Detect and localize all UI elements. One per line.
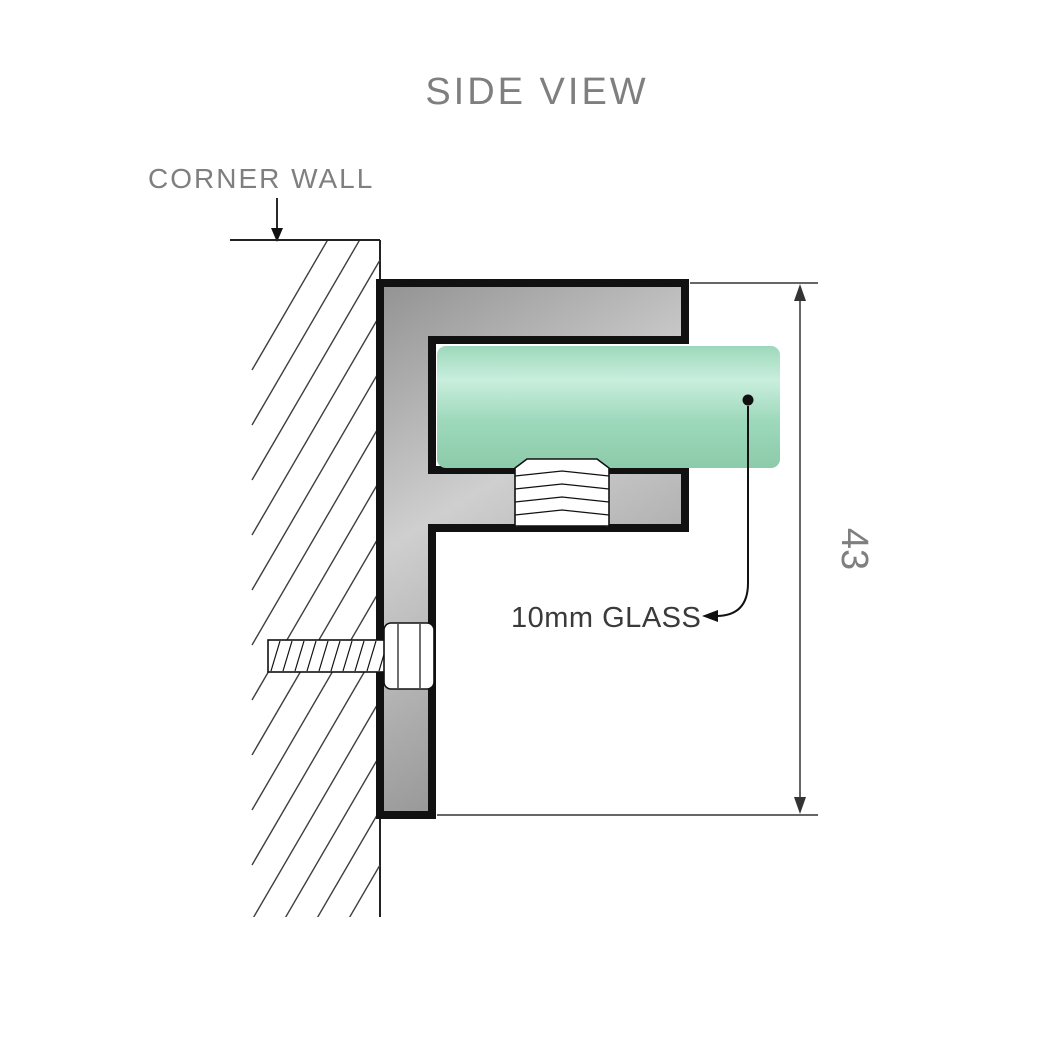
dimension-value: 43 (833, 528, 875, 570)
dimension-arrow-down (794, 797, 806, 814)
corner-wall-label: CORNER WALL (148, 163, 374, 194)
dimension-arrow-up (794, 284, 806, 301)
bracket-profile (376, 279, 689, 819)
glass-leader-arrow (702, 394, 754, 622)
glass-panel (437, 346, 780, 468)
set-screw (514, 458, 610, 527)
wall-screw-threads (270, 640, 389, 672)
corner-wall-leader-arrow (271, 198, 283, 242)
glass-label: 10mm GLASS (511, 602, 701, 634)
wall-screw-shank (267, 639, 391, 673)
diagram-title: SIDE VIEW (425, 71, 648, 113)
wall-screw-barrel (383, 622, 435, 690)
glass-leader-dot (742, 394, 754, 406)
wall-screw (267, 622, 435, 690)
dimension-43: 43 (437, 282, 875, 816)
